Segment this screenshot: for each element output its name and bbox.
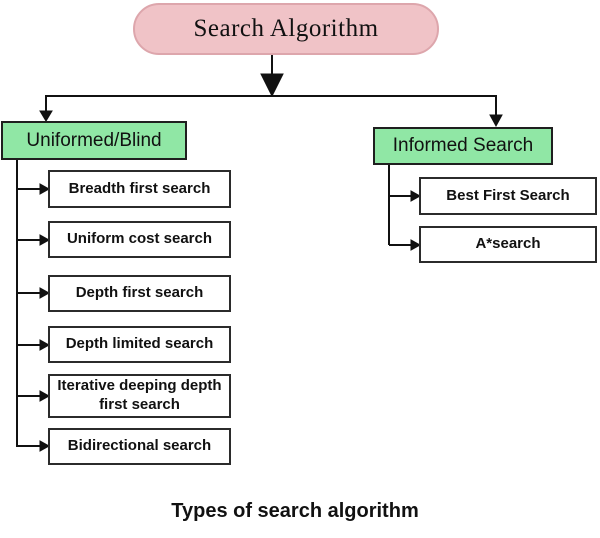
leaf-a-star-search: A*search	[419, 226, 597, 263]
leaf-best-first-search: Best First Search	[419, 177, 597, 215]
branch-informed-search: Informed Search	[373, 127, 553, 165]
leaf-breadth-first-search: Breadth first search	[48, 170, 231, 208]
leaf-iterative-deepening-depth-first-search: Iterative deeping depth first search	[48, 374, 231, 418]
leaf-depth-limited-search: Depth limited search	[48, 326, 231, 363]
arrow-right-icon	[410, 190, 422, 202]
diagram-caption: Types of search algorithm	[171, 500, 419, 522]
arrow-down-icon	[260, 73, 284, 98]
leaf-depth-first-search: Depth first search	[48, 275, 231, 312]
branch-uniformed-blind: Uniformed/Blind	[1, 121, 187, 160]
arrow-right-icon	[39, 339, 51, 351]
arrow-right-icon	[39, 440, 51, 452]
arrow-right-icon	[39, 390, 51, 402]
arrow-down-icon	[489, 114, 503, 128]
arrow-down-icon	[39, 110, 53, 122]
leaf-bidirectional-search: Bidirectional search	[48, 428, 231, 465]
arrow-right-icon	[39, 183, 51, 195]
leaf-uniform-cost-search: Uniform cost search	[48, 221, 231, 258]
arrow-right-icon	[410, 239, 422, 251]
arrow-right-icon	[39, 287, 51, 299]
arrow-right-icon	[39, 234, 51, 246]
root-node-search-algorithm: Search Algorithm	[133, 3, 439, 55]
